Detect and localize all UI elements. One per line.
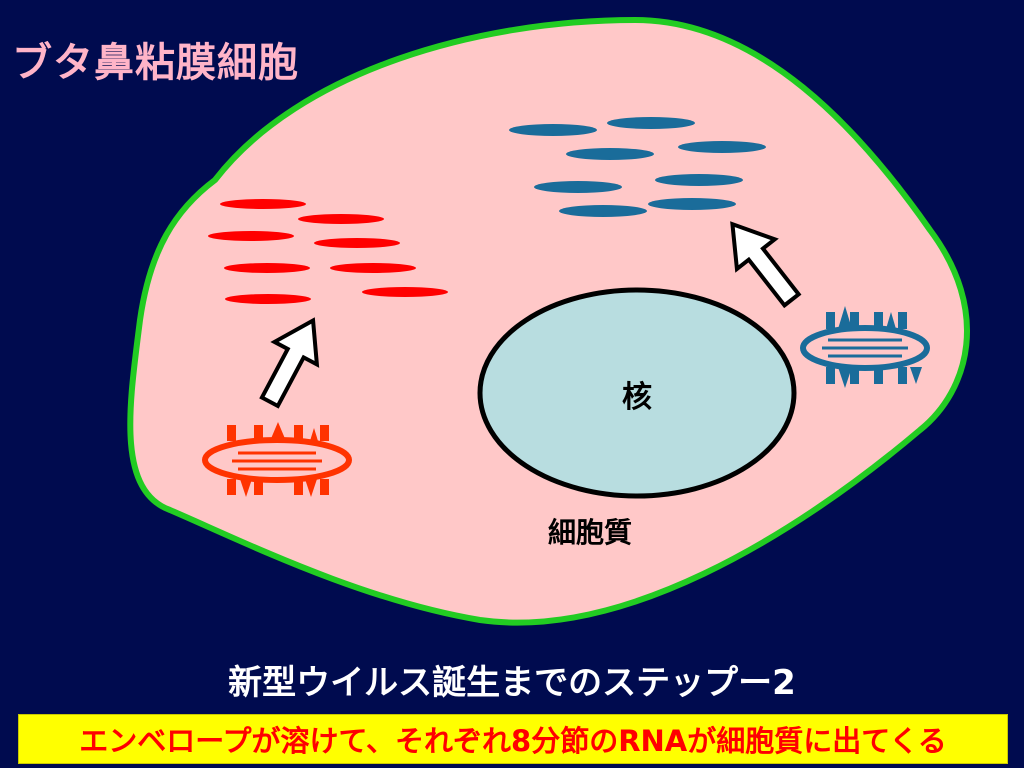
red-virus-spikes (227, 422, 329, 497)
blue-rna-segment (607, 117, 695, 129)
blue-virus-envelope (800, 306, 930, 388)
blue-virus-spikes (826, 306, 922, 388)
blue-rna-segment (559, 205, 647, 217)
blue-rna-segment (566, 148, 654, 160)
red-rna-segment (298, 214, 384, 224)
red-rna-segments (208, 199, 448, 304)
blue-rna-segment (648, 198, 736, 210)
cell-diagram: 核 細胞質 (127, 16, 970, 626)
slide-title: ブタ鼻粘膜細胞 (12, 40, 299, 86)
blue-rna-segment (534, 181, 622, 193)
nucleus (477, 287, 797, 499)
red-rna-segment (314, 238, 400, 248)
blue-rna-segments (509, 117, 766, 217)
red-rna-segment (224, 263, 310, 273)
caption-box: エンベロープが溶けて、それぞれ8分節のRNAが細胞質に出てくる (18, 714, 1008, 764)
arrow-blue-up (730, 221, 802, 309)
blue-rna-segment (509, 124, 597, 136)
red-rna-segment (225, 294, 311, 304)
slide-subtitle: 新型ウイルス誕生までのステップー2 (228, 663, 796, 703)
blue-rna-segment (655, 174, 743, 186)
red-rna-segment (208, 231, 294, 241)
blue-rna-segment (678, 141, 766, 153)
nucleus-label: 核 (622, 380, 652, 415)
caption-text: エンベロープが溶けて、それぞれ8分節のRNAが細胞質に出てくる (79, 724, 947, 758)
red-virus-envelope (202, 422, 352, 497)
arrow-red-up (259, 317, 320, 409)
cytoplasm-label: 細胞質 (548, 516, 632, 549)
red-rna-segment (362, 287, 448, 297)
red-rna-segment (220, 199, 306, 209)
red-rna-segment (330, 263, 416, 273)
